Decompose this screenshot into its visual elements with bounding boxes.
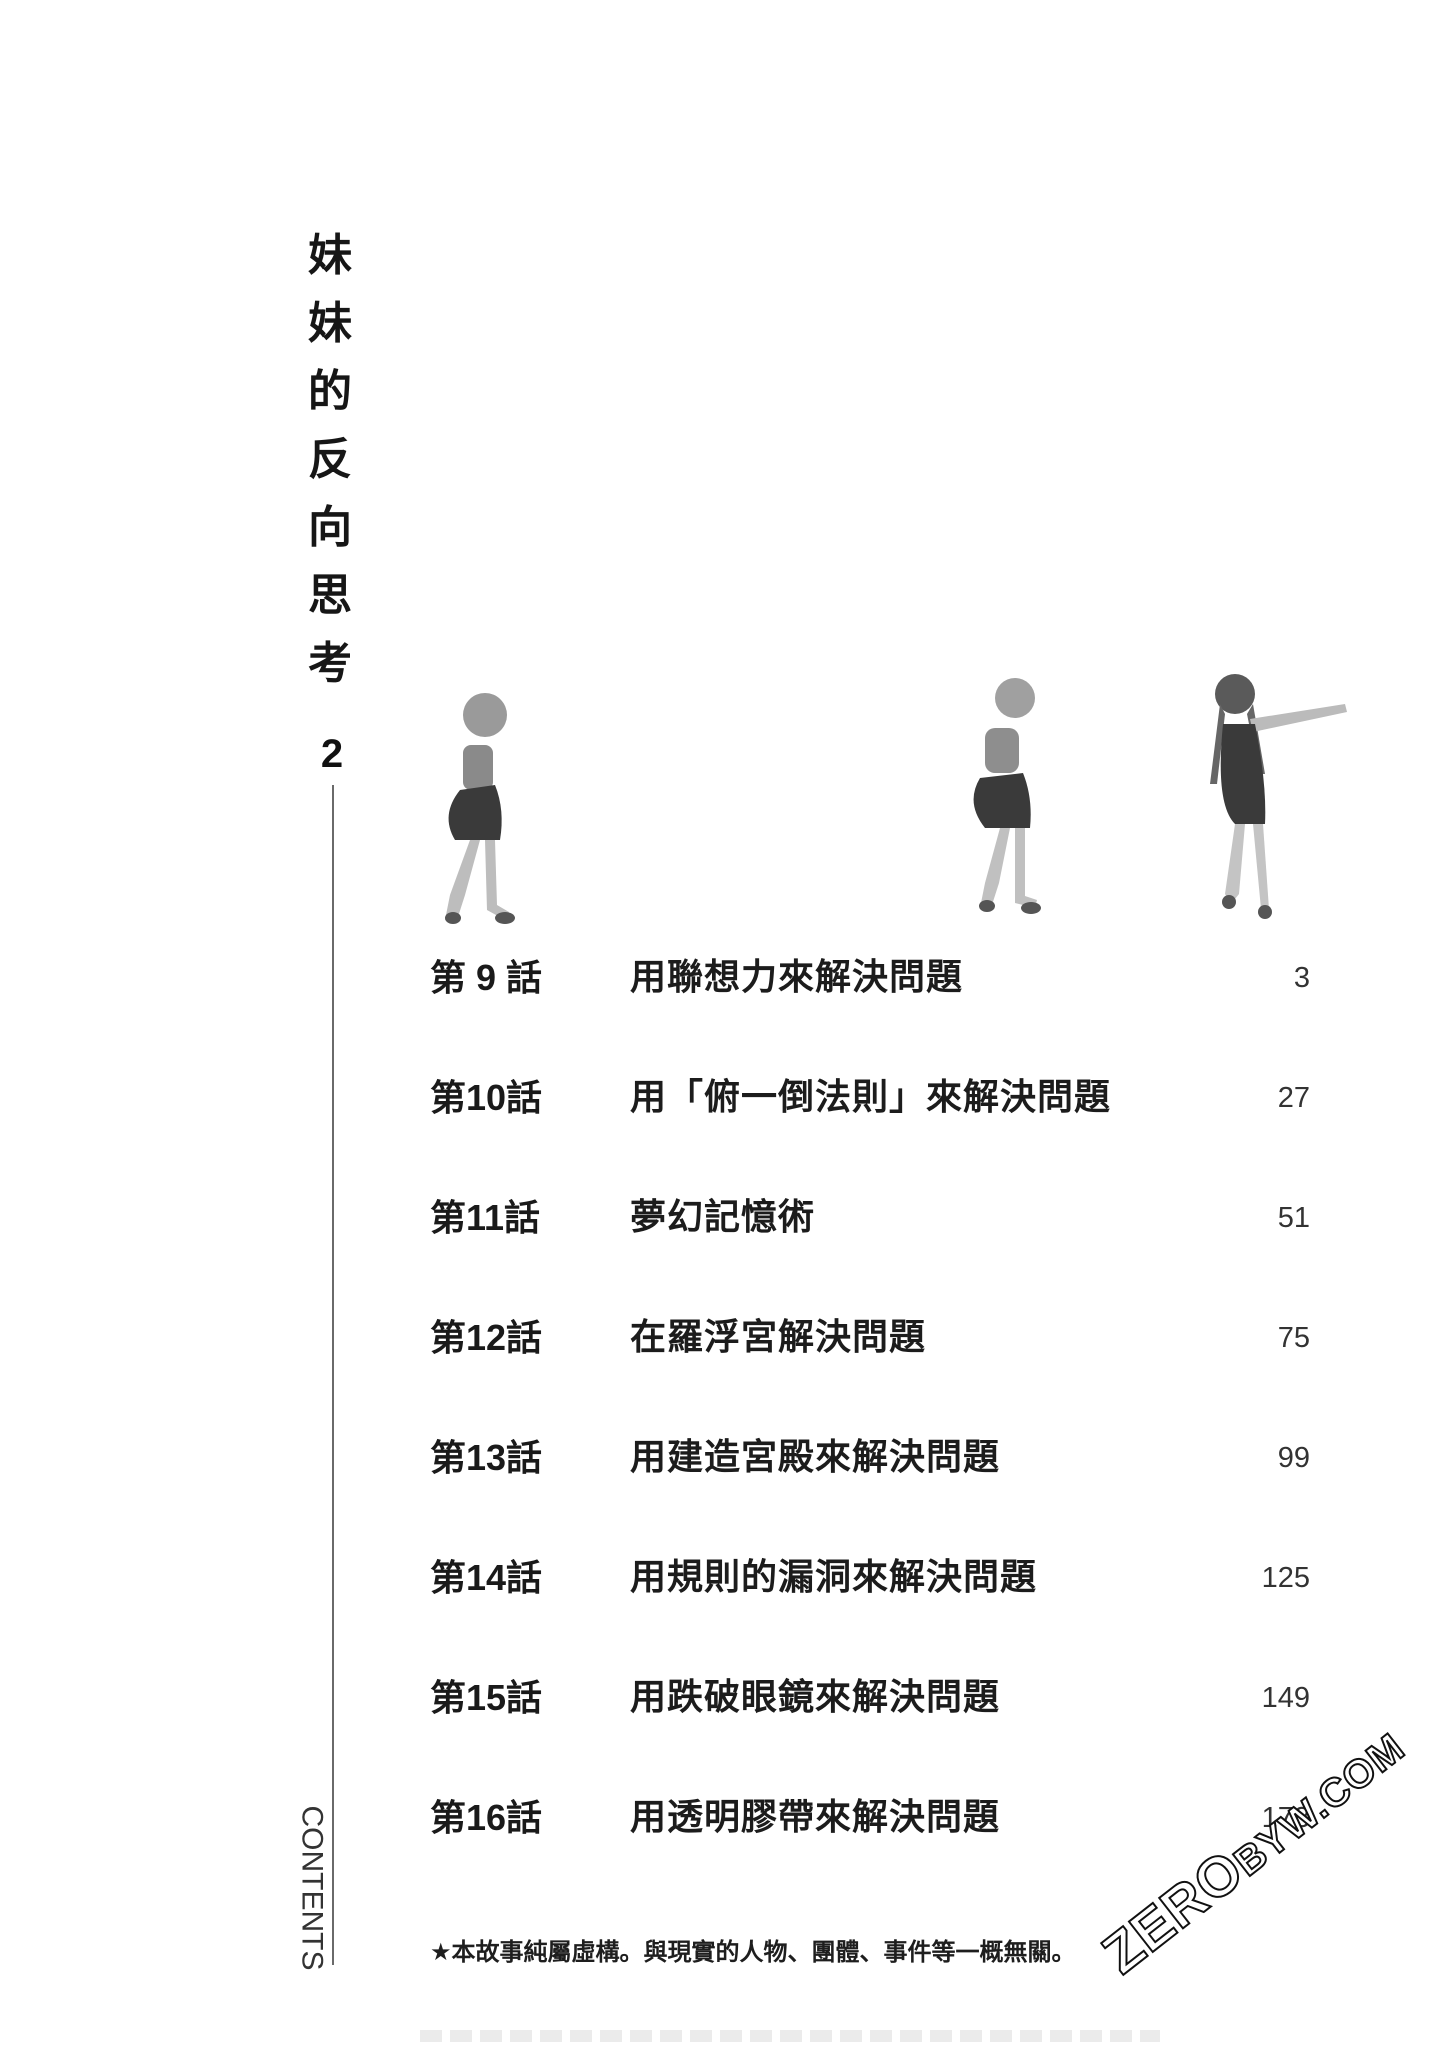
toc-entry[interactable]: 第10話 用「俯一倒法則」來解決問題 27 (430, 1068, 1310, 1188)
toc-entry[interactable]: 第 9 話 用聯想力來解決問題 3 (430, 948, 1310, 1068)
title-char: 妹 (308, 230, 352, 281)
table-of-contents: 第 9 話 用聯想力來解決問題 3 第10話 用「俯一倒法則」來解決問題 27 … (430, 948, 1310, 1908)
toc-entry[interactable]: 第15話 用跌破眼鏡來解決問題 149 (430, 1668, 1310, 1788)
episode-title: 用「俯一倒法則」來解決問題 (630, 1077, 1112, 1118)
title-char: 反 (308, 434, 352, 485)
contents-label: CONTENTS (295, 1805, 328, 1971)
volume-number: 2 (320, 732, 344, 776)
episode-title: 夢幻記憶術 (630, 1197, 816, 1238)
episode-title: 用跌破眼鏡來解決問題 (630, 1677, 1001, 1718)
page-number: 27 (1277, 1082, 1310, 1114)
fiction-disclaimer: ★本故事純屬虛構。與現實的人物、團體、事件等一概無關。 (430, 1938, 1076, 1966)
title-char: 考 (308, 638, 352, 689)
episode-number: 第12話 (430, 1317, 543, 1358)
episode-title: 用透明膠帶來解決問題 (630, 1797, 1001, 1838)
episode-number: 第13話 (430, 1437, 543, 1478)
page-number: 149 (1261, 1682, 1310, 1714)
title-char: 向 (308, 502, 352, 553)
episode-number: 第10話 (430, 1077, 543, 1118)
title-char: 妹 (308, 298, 352, 349)
toc-entry[interactable]: 第16話 用透明膠帶來解決問題 173 (430, 1788, 1310, 1908)
toc-entry[interactable]: 第13話 用建造宮殿來解決問題 99 (430, 1428, 1310, 1548)
side-divider (332, 785, 334, 1965)
episode-number: 第15話 (430, 1677, 543, 1718)
toc-entry[interactable]: 第12話 在羅浮宮解決問題 75 (430, 1308, 1310, 1428)
episode-number: 第16話 (430, 1797, 543, 1838)
episode-number: 第14話 (430, 1557, 543, 1598)
girl-pointing-right-illustration (1210, 674, 1347, 919)
episode-title: 用建造宮殿來解決問題 (630, 1437, 1001, 1478)
episode-title: 用規則的漏洞來解決問題 (630, 1557, 1038, 1598)
page-number: 99 (1277, 1442, 1310, 1474)
page-number: 173 (1261, 1802, 1310, 1834)
episode-number: 第11話 (430, 1197, 541, 1238)
girl-walking-left-illustration (445, 693, 515, 924)
page-number: 51 (1277, 1202, 1310, 1234)
episode-title: 在羅浮宮解決問題 (630, 1317, 927, 1358)
page-number: 75 (1277, 1322, 1310, 1354)
page-number: 3 (1293, 962, 1310, 994)
episode-number: 第 9 話 (430, 957, 543, 998)
page-number: 125 (1261, 1562, 1310, 1594)
book-title: 妹 妹 的 反 向 思 考 (298, 222, 362, 698)
title-char: 思 (308, 570, 352, 621)
toc-entry[interactable]: 第11話 夢幻記憶術 51 (430, 1188, 1310, 1308)
bleed-through-text (420, 2030, 1160, 2042)
episode-title: 用聯想力來解決問題 (630, 957, 964, 998)
title-char: 的 (308, 366, 352, 417)
girl-walking-middle-illustration (973, 678, 1041, 914)
toc-entry[interactable]: 第14話 用規則的漏洞來解決問題 125 (430, 1548, 1310, 1668)
